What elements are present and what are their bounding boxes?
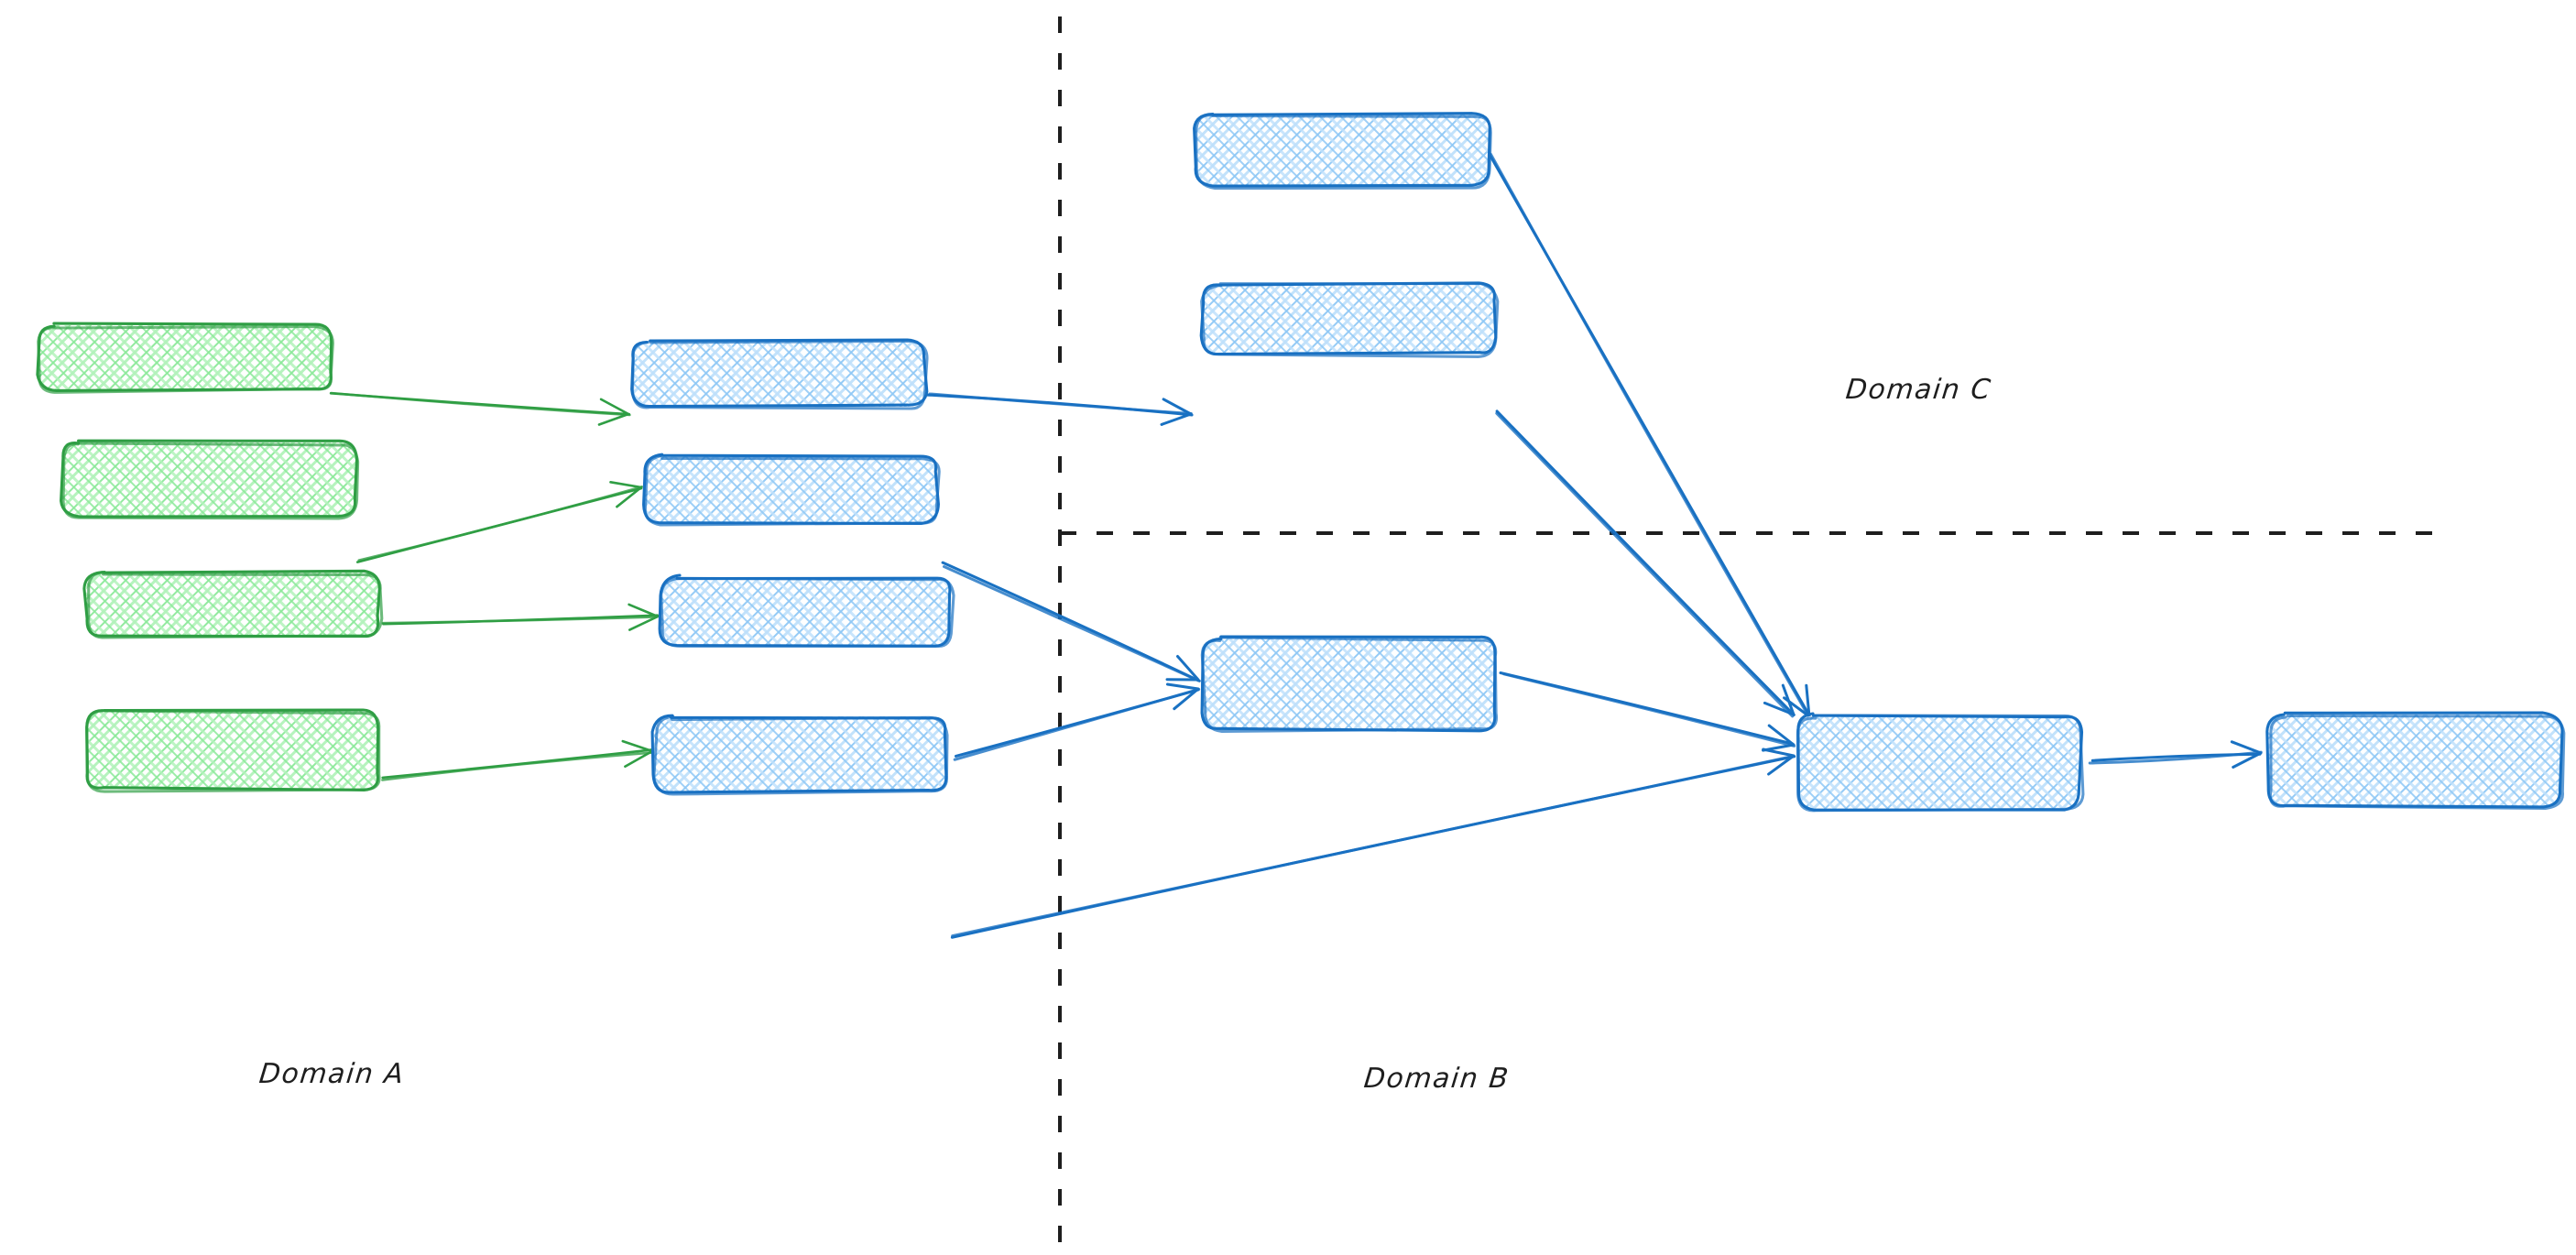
node-layer [36,112,2566,813]
node-outline [1796,714,2085,813]
node-a4[interactable] [85,708,381,793]
node-fill [661,577,951,645]
edge-line [942,565,1200,682]
node-fill [1202,284,1495,354]
arrow-head-icon [1160,398,1193,426]
node-outline [61,442,360,520]
edge-line [951,755,1795,938]
arrow-head-icon [1165,655,1200,682]
edge-line [1489,152,1810,718]
node-c2[interactable] [1199,281,1500,358]
node-fill [1798,715,2080,809]
node-a1[interactable] [36,322,334,394]
arrow-head-icon [1762,748,1796,776]
arrow-head-icon [1165,682,1200,711]
arrow-head-icon [2230,740,2263,769]
edge-line [1502,672,1796,748]
node-fill [1203,638,1496,729]
node-fill [654,716,945,791]
node-d1[interactable] [1796,712,2085,813]
label-domain-a: Domain A [257,1058,407,1090]
arrow-head-icon [1763,683,1796,716]
node-b4[interactable] [650,714,949,796]
node-fill [1195,114,1489,185]
edge-layer [329,152,2263,939]
node-c3[interactable] [1200,635,1499,733]
node-outline [2268,714,2566,811]
node-outline [652,715,949,796]
edge-b3-c3[interactable] [953,682,1201,761]
node-outline [643,454,941,527]
node-outline [630,339,929,410]
node-b1[interactable] [630,338,929,410]
node-fill [2268,715,2561,806]
edge-a4-b4[interactable] [381,739,654,781]
node-fill [86,710,379,789]
edge-c1-d1[interactable] [1488,152,1812,719]
node-e1[interactable] [2265,711,2566,811]
edge-line [381,616,659,625]
node-outline [37,324,334,394]
node-a3[interactable] [82,569,384,639]
edge-line [2088,750,2263,765]
arrow-head-icon [597,398,630,426]
edge-a3-b3[interactable] [381,603,660,631]
node-c1[interactable] [1193,112,1492,191]
node-fill [86,573,379,635]
edge-c2-d1[interactable] [1495,409,1796,718]
edge-line [928,392,1193,416]
arrow-head-icon [628,603,660,631]
edge-b2-c3[interactable] [941,561,1201,682]
label-domain-b: Domain B [1362,1063,1512,1095]
edge-c3-d1[interactable] [1499,671,1796,752]
node-fill [632,341,925,407]
divider-layer [1058,16,2448,1244]
arrow-head-icon [609,481,643,508]
edge-b4-d1[interactable] [950,748,1796,939]
node-outline [1200,282,1500,358]
edge-line [953,687,1201,761]
edge-line [1495,411,1795,718]
edge-b1-c2[interactable] [925,392,1194,426]
node-outline [1195,114,1492,191]
edge-line [330,391,631,417]
node-outline [660,576,955,648]
arrow-head-icon [1762,724,1796,752]
edge-d1-e1[interactable] [2088,740,2263,769]
edge-line [357,486,643,562]
node-b2[interactable] [642,453,941,527]
node-outline [85,709,381,793]
label-domain-c: Domain C [1844,374,1993,406]
arrow-head-icon [1783,683,1811,718]
edge-line [1495,409,1796,716]
node-a2[interactable] [60,439,360,520]
edge-a1-b1[interactable] [329,391,631,426]
edge-line [381,751,654,781]
node-b3[interactable] [658,573,955,648]
node-fill [62,442,355,516]
node-fill [38,325,332,389]
edge-a2-b2[interactable] [355,481,643,563]
node-outline [87,571,384,639]
node-fill [644,456,937,522]
node-outline [1200,636,1499,733]
